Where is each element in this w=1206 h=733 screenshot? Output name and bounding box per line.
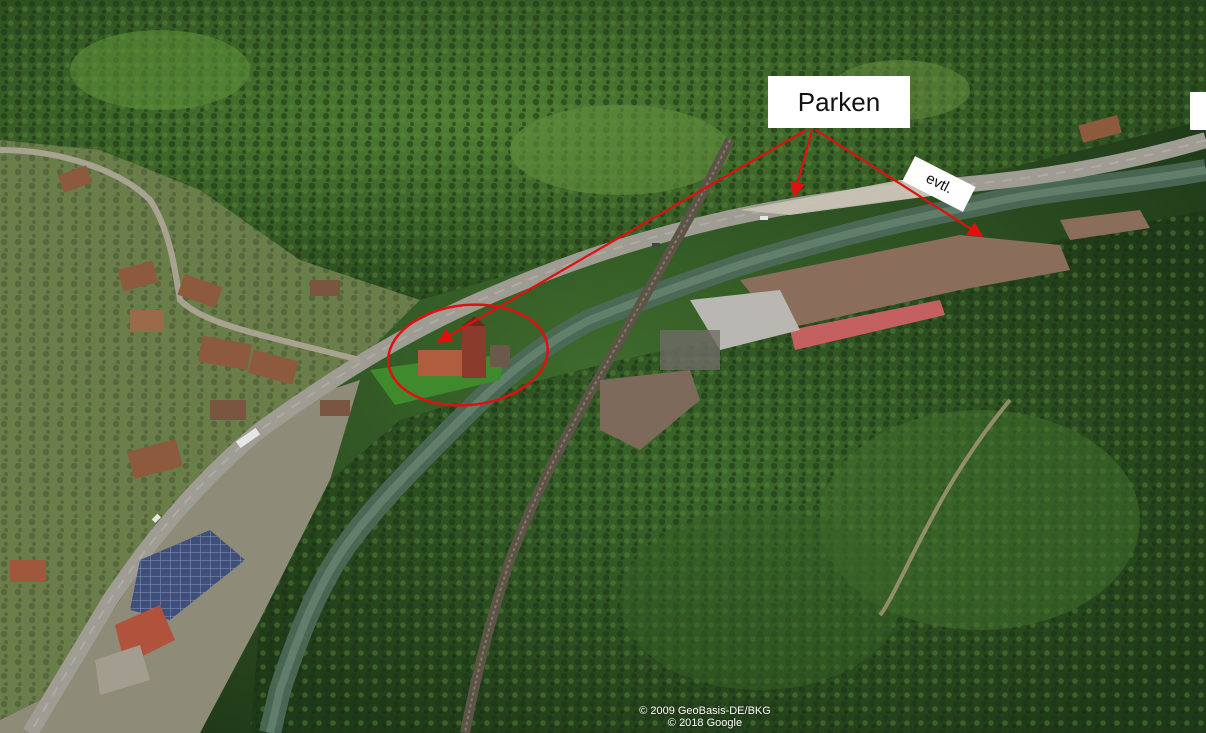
parking-arrows xyxy=(436,129,984,343)
parking-area xyxy=(740,180,960,215)
arrow-to-castle xyxy=(436,129,807,343)
arrow-to-alt-parking xyxy=(815,129,984,237)
attribution-line-1: © 2009 GeoBasis-DE/BKG xyxy=(639,705,771,717)
parking-label: Parken xyxy=(768,76,910,128)
map-attribution: © 2009 GeoBasis-DE/BKG © 2018 Google xyxy=(600,705,810,729)
attribution-line-2: © 2018 Google xyxy=(667,717,743,729)
label-box-edge xyxy=(1190,92,1206,130)
forest-track xyxy=(878,398,1012,617)
castle-highlight-ellipse xyxy=(387,303,549,407)
vehicles xyxy=(151,216,768,523)
village-houses xyxy=(10,115,1122,582)
castle-building xyxy=(370,316,510,405)
industrial-buildings xyxy=(600,210,1150,450)
solar-buildings xyxy=(95,530,245,695)
arrow-to-parking xyxy=(790,129,814,198)
